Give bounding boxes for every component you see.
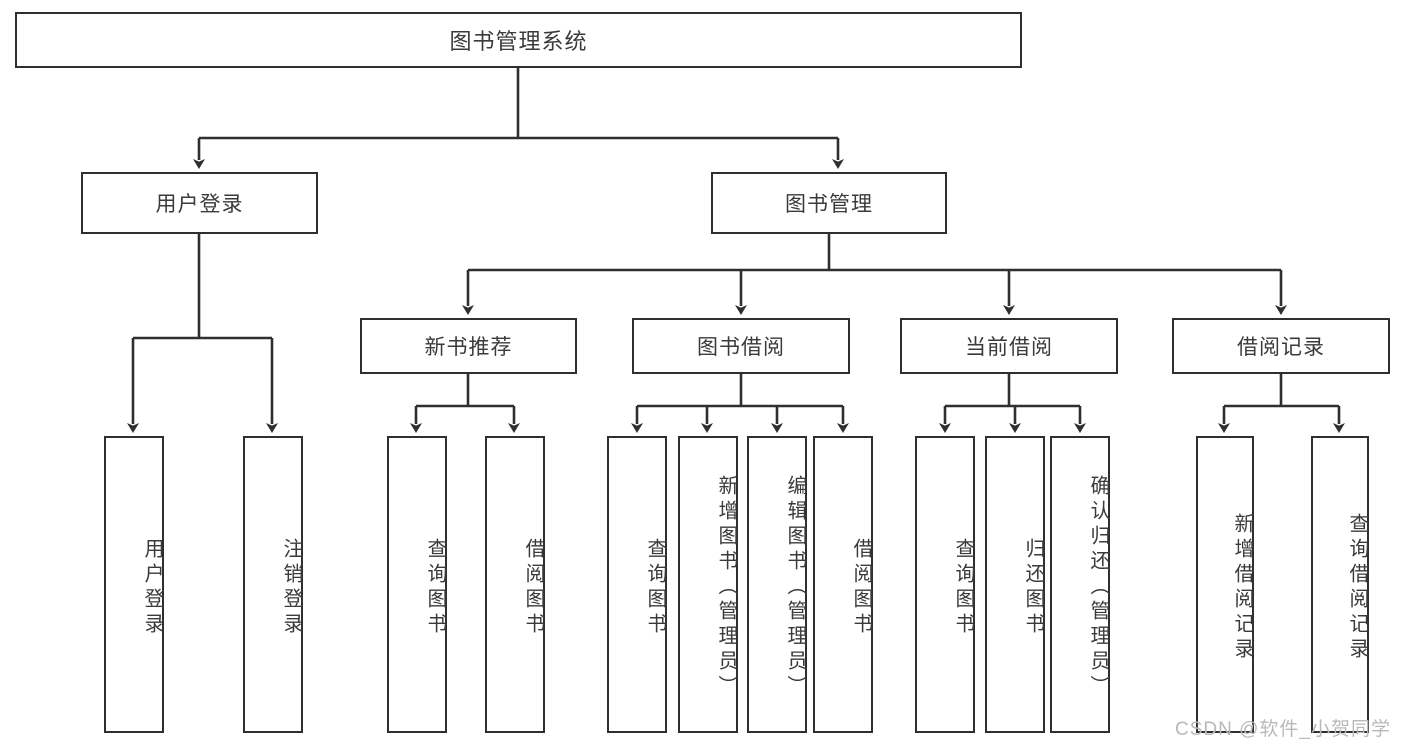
watermark: CSDN @软件_小贺同学 bbox=[1175, 719, 1391, 740]
node-borrow-record[interactable]: 借阅记录 bbox=[1172, 318, 1390, 374]
node-leaf-borrow-book-1[interactable]: 借阅图书 bbox=[485, 436, 545, 733]
node-leaf-query-book-3-label: 查询图书 bbox=[952, 537, 974, 638]
node-leaf-return-book-label: 归还图书 bbox=[1022, 537, 1044, 638]
node-user-login-label: 用户登录 bbox=[155, 193, 244, 216]
node-leaf-confirm-return[interactable]: 确认归还（管理员） bbox=[1050, 436, 1110, 733]
node-leaf-edit-book[interactable]: 编辑图书（管理员） bbox=[747, 436, 807, 733]
node-root-label: 图书管理系统 bbox=[449, 29, 588, 54]
node-leaf-user-login-label: 用户登录 bbox=[141, 537, 163, 638]
node-book-borrow-label: 图书借阅 bbox=[697, 336, 785, 359]
node-user-login[interactable]: 用户登录 bbox=[81, 172, 318, 234]
node-leaf-query-record-label: 查询借阅记录 bbox=[1346, 512, 1368, 663]
node-leaf-confirm-return-label: 确认归还（管理员） bbox=[1087, 475, 1109, 700]
node-leaf-query-book-1[interactable]: 查询图书 bbox=[387, 436, 447, 733]
node-leaf-logout[interactable]: 注销登录 bbox=[243, 436, 303, 733]
node-leaf-add-record-label: 新增借阅记录 bbox=[1231, 512, 1253, 663]
node-leaf-query-book-2[interactable]: 查询图书 bbox=[607, 436, 667, 733]
node-leaf-add-book-label: 新增图书（管理员） bbox=[715, 475, 737, 700]
node-leaf-borrow-book-1-label: 借阅图书 bbox=[522, 537, 544, 638]
node-leaf-add-record[interactable]: 新增借阅记录 bbox=[1196, 436, 1254, 733]
node-leaf-edit-book-label: 编辑图书（管理员） bbox=[784, 475, 806, 700]
node-book-manage-label: 图书管理 bbox=[785, 193, 873, 216]
node-leaf-return-book[interactable]: 归还图书 bbox=[985, 436, 1045, 733]
node-current-borrow[interactable]: 当前借阅 bbox=[900, 318, 1118, 374]
node-book-borrow[interactable]: 图书借阅 bbox=[632, 318, 850, 374]
node-leaf-query-book-3[interactable]: 查询图书 bbox=[915, 436, 975, 733]
node-leaf-query-book-1-label: 查询图书 bbox=[424, 537, 446, 638]
node-borrow-record-label: 借阅记录 bbox=[1237, 336, 1325, 359]
node-leaf-add-book[interactable]: 新增图书（管理员） bbox=[678, 436, 738, 733]
node-book-manage[interactable]: 图书管理 bbox=[711, 172, 947, 234]
node-new-book-rec-label: 新书推荐 bbox=[424, 336, 513, 359]
node-current-borrow-label: 当前借阅 bbox=[965, 336, 1053, 359]
node-new-book-rec[interactable]: 新书推荐 bbox=[360, 318, 577, 374]
node-leaf-borrow-book-2-label: 借阅图书 bbox=[850, 537, 872, 638]
node-root[interactable]: 图书管理系统 bbox=[15, 12, 1022, 68]
node-leaf-logout-label: 注销登录 bbox=[280, 537, 302, 638]
node-leaf-borrow-book-2[interactable]: 借阅图书 bbox=[813, 436, 873, 733]
node-leaf-user-login[interactable]: 用户登录 bbox=[104, 436, 164, 733]
node-leaf-query-record[interactable]: 查询借阅记录 bbox=[1311, 436, 1369, 733]
node-leaf-query-book-2-label: 查询图书 bbox=[644, 537, 666, 638]
